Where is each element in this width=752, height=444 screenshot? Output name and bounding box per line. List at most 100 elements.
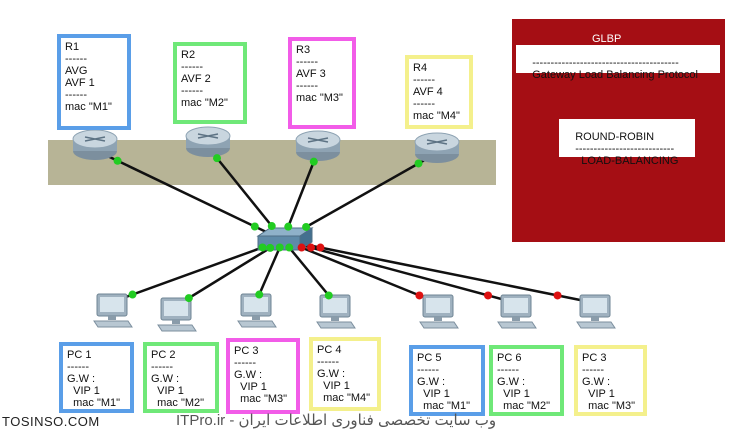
rr-subtitle: LOAD-BALANCING <box>581 155 679 167</box>
pc-label-box-line: mac "M3" <box>234 393 288 405</box>
link-dot <box>128 290 137 299</box>
pc-label-box: PC 1------G.W : VIP 1 mac "M1" <box>59 342 134 413</box>
pc-label-box-line: PC 4 <box>317 344 342 356</box>
glbp-card: ----------------------------------------… <box>516 45 720 81</box>
router-label-box-line: R1 <box>65 41 80 53</box>
router-label-box-line: AVF 4 <box>413 86 443 98</box>
router-label-box-line: ------ <box>296 80 318 92</box>
router-label-box-line: R3 <box>296 44 311 56</box>
pc-label-box-line: ------ <box>417 364 439 376</box>
router-label-box-line: ------ <box>65 53 87 65</box>
pc-label-box-line: G.W : <box>417 376 446 388</box>
pc-icon[interactable] <box>316 294 356 329</box>
router-label-box-line: ------ <box>181 85 203 97</box>
link-dot <box>309 157 318 166</box>
glbp-subtitle: Gateway Load Balancing Protocol <box>532 69 698 81</box>
pc-label-box-line: VIP 1 <box>497 388 530 400</box>
pc-label-box: PC 3------G.W : VIP 1 mac "M3" <box>574 345 647 416</box>
pc-label-box-line: ------ <box>582 364 604 376</box>
pc-label-box-line: mac "M3" <box>582 400 636 412</box>
footer-watermark: وب سایت تخصصی فناوری اطلاعات ایران - ITP… <box>176 412 497 429</box>
router-label-box-line: ------ <box>413 74 435 86</box>
link-dot <box>484 291 493 300</box>
footer-site-label: TOSINSO.COM <box>2 414 100 429</box>
router-label-box-line: AVF 3 <box>296 68 326 80</box>
pc-label-box-line: PC 6 <box>497 352 522 364</box>
link-dot <box>316 243 325 252</box>
pc-label-box-line: VIP 1 <box>67 385 100 397</box>
link-dot <box>266 243 275 252</box>
pc-label-box-line: VIP 1 <box>234 381 267 393</box>
pc-icon[interactable] <box>93 293 133 328</box>
router-label-box-line: mac "M1" <box>65 101 112 113</box>
router-icon[interactable] <box>414 132 460 163</box>
pc-label-box-line: G.W : <box>67 373 96 385</box>
pc-icon[interactable] <box>576 294 616 329</box>
pc-label-box: PC 3------G.W : VIP 1 mac "M3" <box>226 338 300 414</box>
pc-icon[interactable] <box>237 293 277 328</box>
router-label-box-line: mac "M4" <box>413 110 460 122</box>
link-dot <box>553 291 562 300</box>
link-dot <box>285 243 294 252</box>
pc-label-box-line: VIP 1 <box>417 388 450 400</box>
link-dot <box>302 222 311 231</box>
pc-icon[interactable] <box>157 297 197 332</box>
pc-link <box>175 238 284 308</box>
pc-label-box-line: ------ <box>317 356 339 368</box>
rr-dashes: --------------------------- <box>575 143 675 155</box>
link-dot <box>297 243 306 252</box>
pc-label-box-line: ------ <box>497 364 519 376</box>
router-icon[interactable] <box>295 130 341 161</box>
link-dot <box>275 243 284 252</box>
pc-icon[interactable] <box>419 294 459 329</box>
router-label-box-line: AVF 2 <box>181 73 211 85</box>
pc-label-box-line: ------ <box>234 357 256 369</box>
link-dot <box>113 156 122 165</box>
pc-label-box-line: mac "M1" <box>417 400 471 412</box>
link-dot <box>267 222 276 231</box>
devices <box>72 126 616 332</box>
pc-label-box-line: G.W : <box>582 376 611 388</box>
pc-label-box-line: mac "M4" <box>317 392 371 404</box>
pc-link <box>282 238 439 305</box>
router-icon[interactable] <box>185 126 231 157</box>
pc-label-box-line: mac "M2" <box>151 397 205 409</box>
link-dot <box>415 291 424 300</box>
pc-label-box-line: G.W : <box>497 376 526 388</box>
pc-label-box: PC 2------G.W : VIP 1 mac "M2" <box>143 342 219 413</box>
rr-title: ROUND-ROBIN <box>575 131 655 143</box>
router-label-box: R2------AVF 2------mac "M2" <box>173 42 247 124</box>
pc-label-box-line: G.W : <box>234 369 263 381</box>
link-dot <box>250 222 259 231</box>
pc-label-box-line: ------ <box>67 361 89 373</box>
router-label-box-line: R4 <box>413 62 428 74</box>
pc-link <box>282 238 596 305</box>
round-robin-card: ROUND-ROBIN --------------------------- … <box>559 119 695 167</box>
pc-link <box>111 238 284 304</box>
link-dot <box>184 294 193 303</box>
router-label-box-line: ------ <box>296 56 318 68</box>
pc-label-box: PC 5------G.W : VIP 1 mac "M1" <box>409 345 485 416</box>
router-label-box-line: R2 <box>181 49 196 61</box>
link-dot <box>306 243 315 252</box>
pc-label-box-line: VIP 1 <box>317 380 350 392</box>
pc-label-box-line: ------ <box>151 361 173 373</box>
pc-label-box-line: PC 3 <box>582 352 607 364</box>
link-dot <box>414 159 423 168</box>
router-icon[interactable] <box>72 129 118 160</box>
router-label-box-line: ------ <box>65 89 87 101</box>
router-label-box: R3------AVF 3------mac "M3" <box>288 37 356 129</box>
pc-label-box-line: PC 3 <box>234 345 259 357</box>
pc-icon[interactable] <box>497 294 537 329</box>
link-dot <box>324 291 333 300</box>
pc-label-box-line: mac "M2" <box>497 400 551 412</box>
link-status-dots <box>113 154 562 303</box>
router-label-box-line: AVF 1 <box>65 77 95 89</box>
glbp-dashes: ---------------------------------------- <box>532 57 679 69</box>
link-dot <box>258 243 267 252</box>
pc-label-box: PC 4------G.W : VIP 1 mac "M4" <box>309 337 381 411</box>
pc-label-box-line: mac "M1" <box>67 397 121 409</box>
router-label-box-line: mac "M2" <box>181 97 228 109</box>
glbp-panel: GLBP -----------------------------------… <box>512 19 725 242</box>
